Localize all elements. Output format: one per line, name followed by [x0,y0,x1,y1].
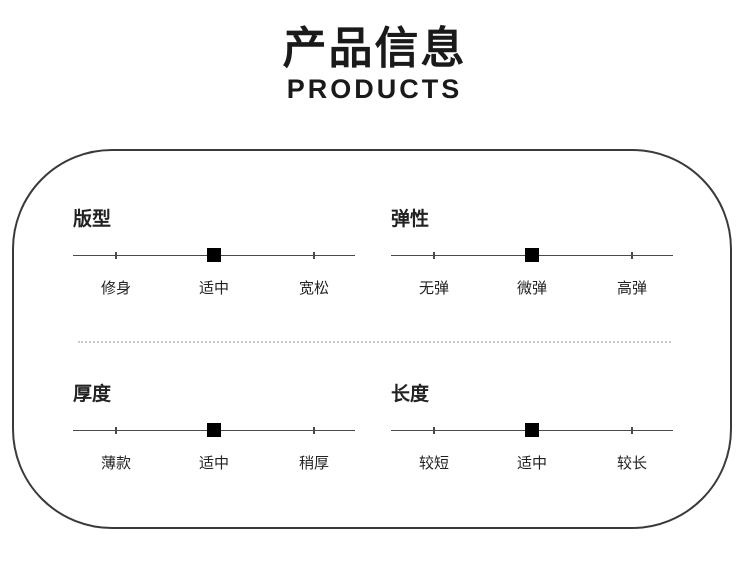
scale-option: 稍厚 [298,454,330,472]
scale-option: 薄款 [100,454,132,472]
scale-option: 适中 [198,454,230,472]
scale-tick [313,427,315,434]
attribute-label: 厚度 [73,383,112,405]
scale-option: 适中 [516,454,548,472]
scale-option: 较短 [418,454,450,472]
attribute-thickness: 厚度 薄款 适中 稍厚 [73,379,355,489]
scale-option: 微弹 [516,279,548,297]
page-subtitle: PRODUCTS [286,74,463,104]
scale-option: 无弹 [418,279,450,297]
scale-option: 修身 [100,279,132,297]
attribute-label: 版型 [73,208,112,230]
scale-option: 宽松 [298,279,330,297]
attribute-length: 长度 较短 适中 较长 [391,379,673,489]
scale-option: 较长 [616,454,648,472]
product-info-card [12,149,732,529]
attribute-label: 长度 [391,383,430,405]
section-divider [78,341,671,343]
selected-marker [525,248,539,262]
scale-tick [433,427,435,434]
scale-tick [631,252,633,259]
scale-tick [313,252,315,259]
scale-tick [115,427,117,434]
scale-tick [631,427,633,434]
scale-tick [433,252,435,259]
selected-marker [207,423,221,437]
attribute-label: 弹性 [391,208,430,230]
attribute-fit: 版型 修身 适中 宽松 [73,204,355,314]
scale-option: 适中 [198,279,230,297]
scale-option: 高弹 [616,279,648,297]
selected-marker [525,423,539,437]
attribute-elasticity: 弹性 无弹 微弹 高弹 [391,204,673,314]
selected-marker [207,248,221,262]
scale-tick [115,252,117,259]
page-title: 产品信息 [282,23,467,74]
